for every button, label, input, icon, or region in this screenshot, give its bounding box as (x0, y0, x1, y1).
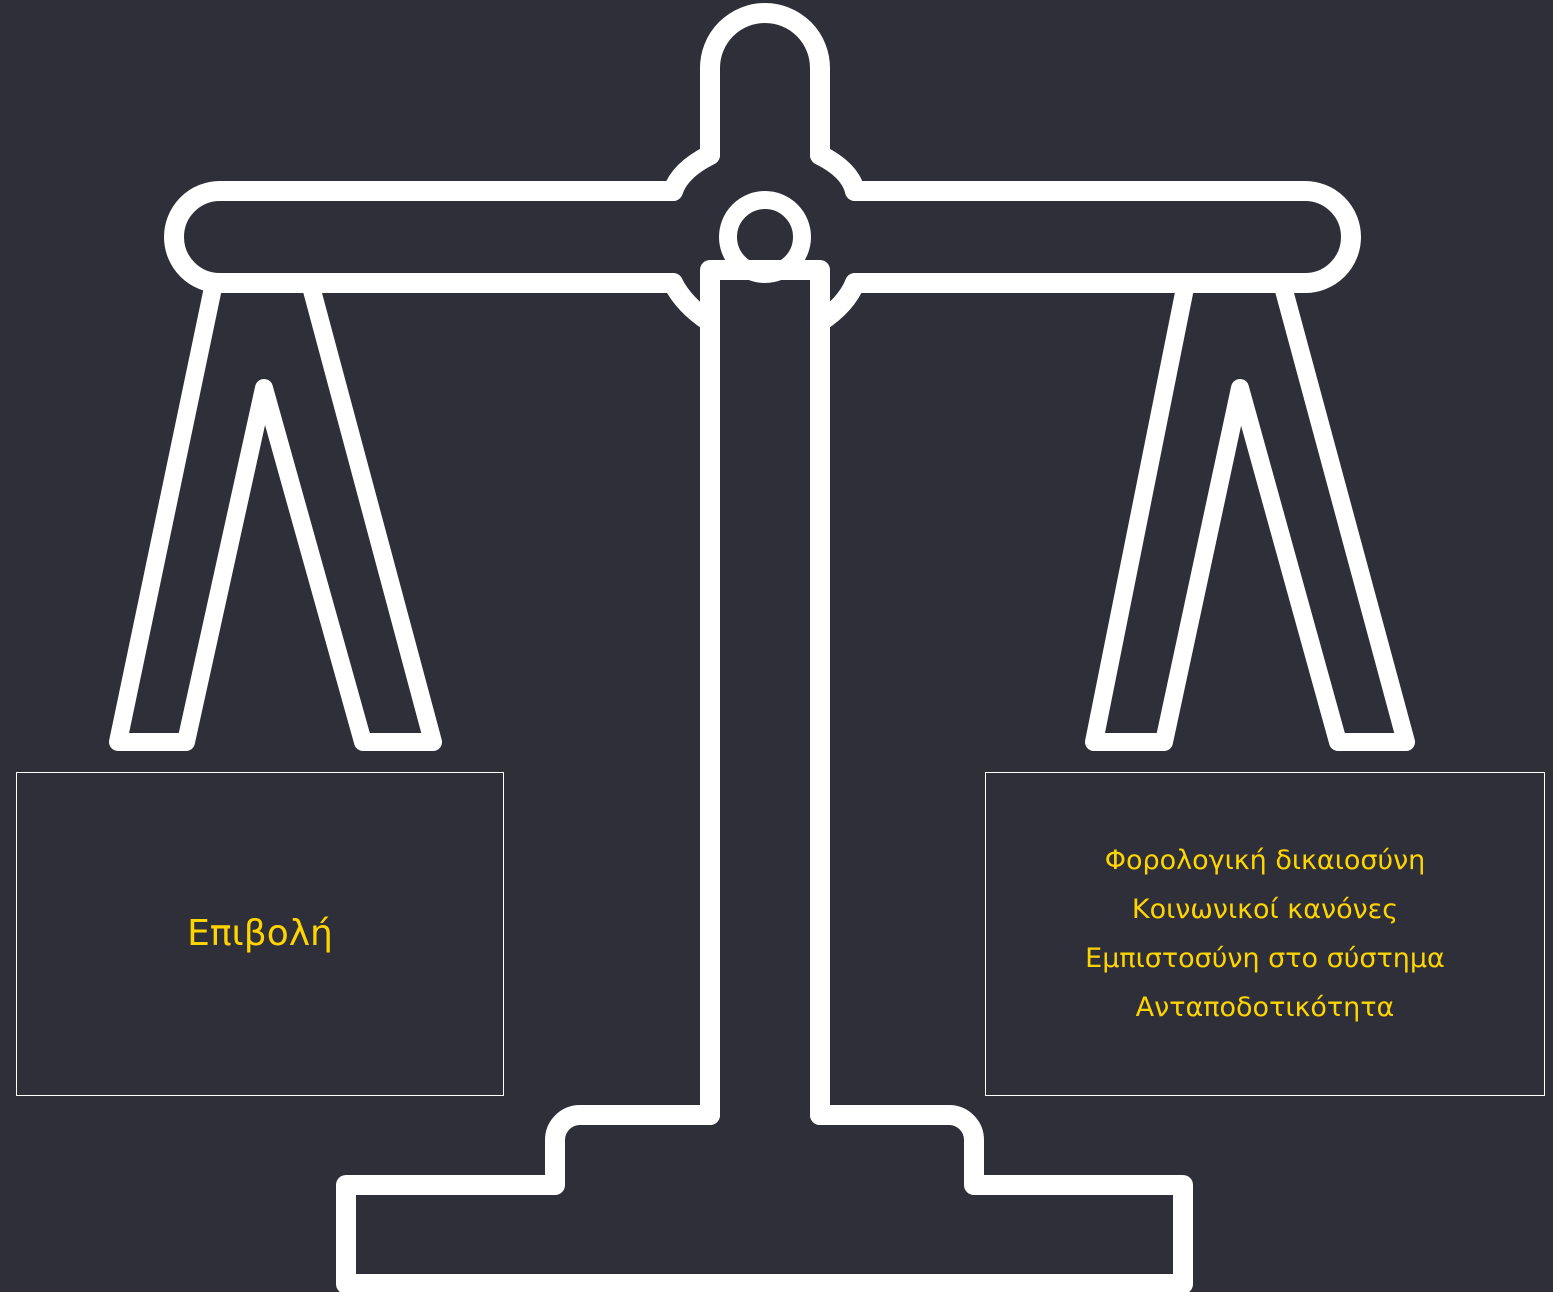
scale-pivot (719, 191, 811, 283)
scale-post (700, 260, 830, 1125)
right-pan-item: Ανταποδοτικότητα (1135, 992, 1395, 1023)
right-pan-item: Εμπιστοσύνη στο σύστημα (1085, 943, 1445, 974)
right-pan-item: Φορολογική δικαιοσύνη (1104, 845, 1426, 876)
scale-post-top (700, 3, 830, 165)
right-pan-box: Φορολογική δικαιοσύνη Κοινωνικοί κανόνες… (985, 772, 1545, 1096)
right-hanger (1085, 274, 1415, 751)
left-pan-label: Επιβολή (187, 913, 333, 955)
left-pan-box: Επιβολή (16, 772, 504, 1096)
left-hanger (109, 274, 442, 751)
scale-hub (663, 145, 865, 332)
scale-beam-right (845, 181, 1361, 293)
right-pan-item: Κοινωνικοί κανόνες (1131, 894, 1399, 925)
scale-base (336, 1105, 1193, 1292)
scale-beam (164, 181, 683, 293)
